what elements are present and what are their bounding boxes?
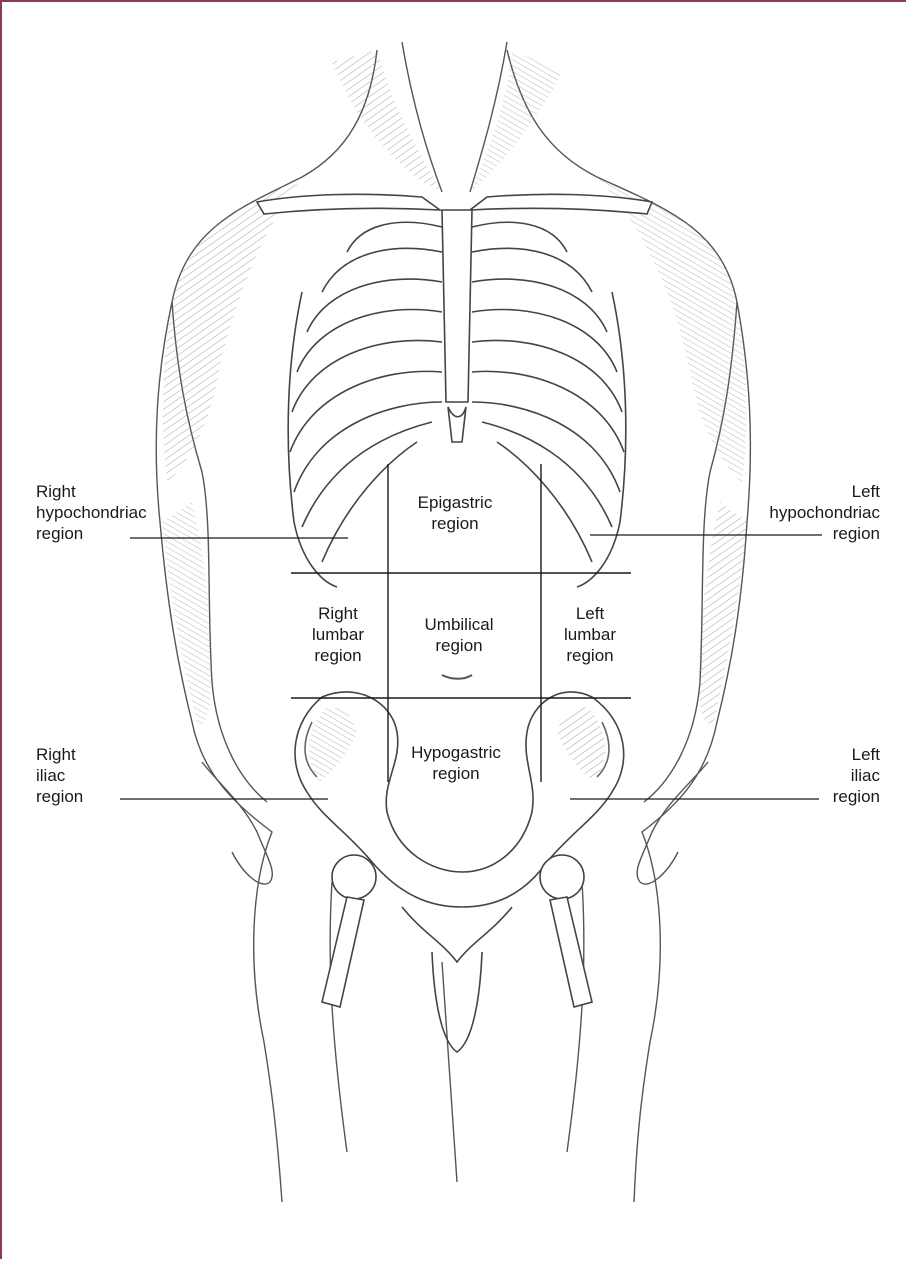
label-umbilical-region: Umbilical region bbox=[409, 614, 509, 656]
umbilicus bbox=[442, 675, 472, 679]
label-left-iliac-region: Left iliac region bbox=[780, 744, 880, 807]
label-hypogastric-region: Hypogastric region bbox=[400, 742, 512, 784]
label-right-hypochondriac-region: Right hypochondriac region bbox=[36, 481, 147, 544]
label-right-iliac-region: Right iliac region bbox=[36, 744, 83, 807]
label-left-hypochondriac-region: Left hypochondriac region bbox=[730, 481, 880, 544]
label-right-lumbar-region: Right lumbar region bbox=[298, 603, 378, 666]
label-left-lumbar-region: Left lumbar region bbox=[550, 603, 630, 666]
label-epigastric-region: Epigastric region bbox=[400, 492, 510, 534]
